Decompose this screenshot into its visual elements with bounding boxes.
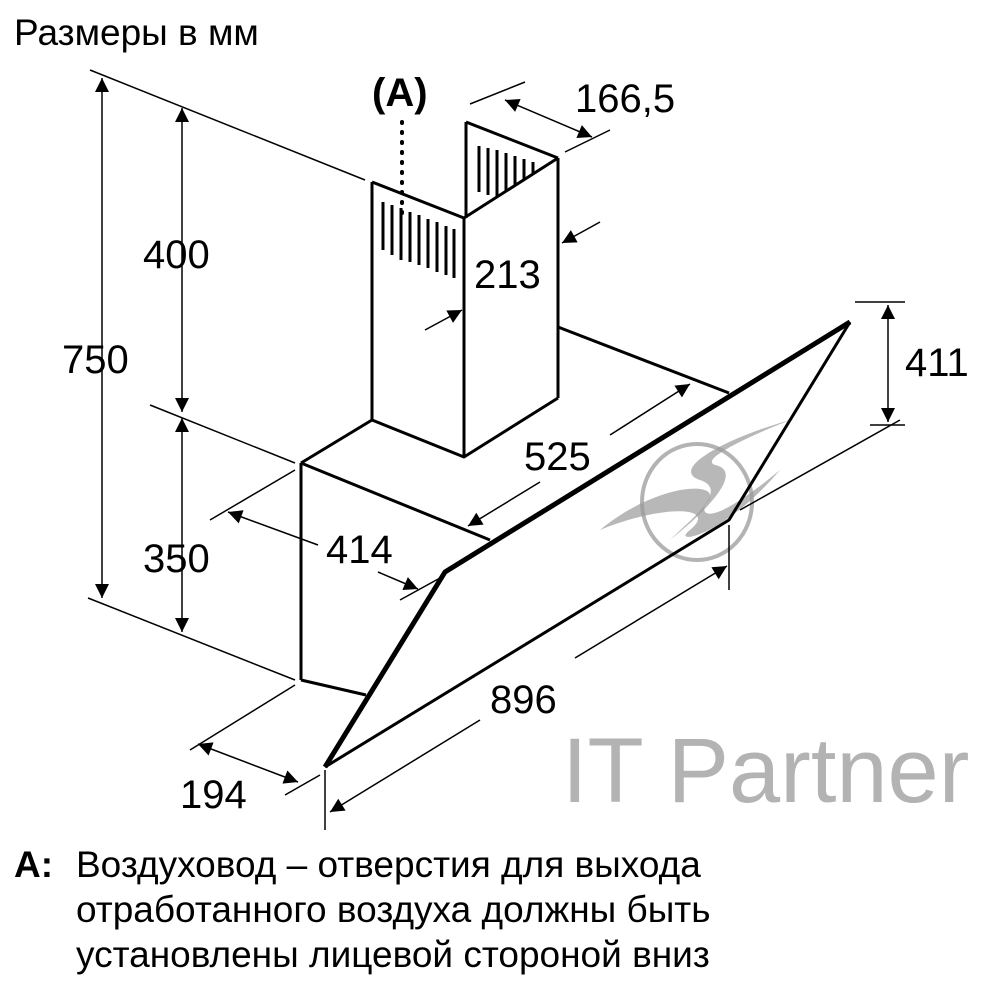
footnote-line: Воздуховод – отверстия для выхода [76,844,701,885]
dim-width: 896 [490,678,557,722]
hood-outline [299,120,852,769]
dim-body-width: 414 [326,528,393,572]
footnote-line: отработанного воздуха должны быть [76,889,711,930]
dimension-lines [87,69,905,830]
dim-total-height: 750 [62,338,129,382]
diagram-title: Размеры в мм [14,12,259,53]
dim-bottom-depth: 194 [180,773,247,817]
dim-glass-height: 411 [905,341,969,385]
dim-chimney-height: 400 [143,233,210,277]
footnote-key: A: [14,844,54,885]
footnote: A: Воздуховод – отверстия для выхода отр… [14,842,711,977]
dim-chimney-width: 213 [474,253,541,297]
watermark-text: IT Partner [562,720,969,822]
dim-chimney-depth: 166,5 [575,77,675,121]
callout-label-a: (A) [372,71,428,115]
watermark-logo: IT Partner [562,420,969,822]
dim-body-height: 350 [143,537,210,581]
footnote-line: установлены лицевой стороной вниз [76,934,710,975]
air-outlet-vents [381,146,535,278]
dim-hood-depth: 525 [524,435,591,479]
